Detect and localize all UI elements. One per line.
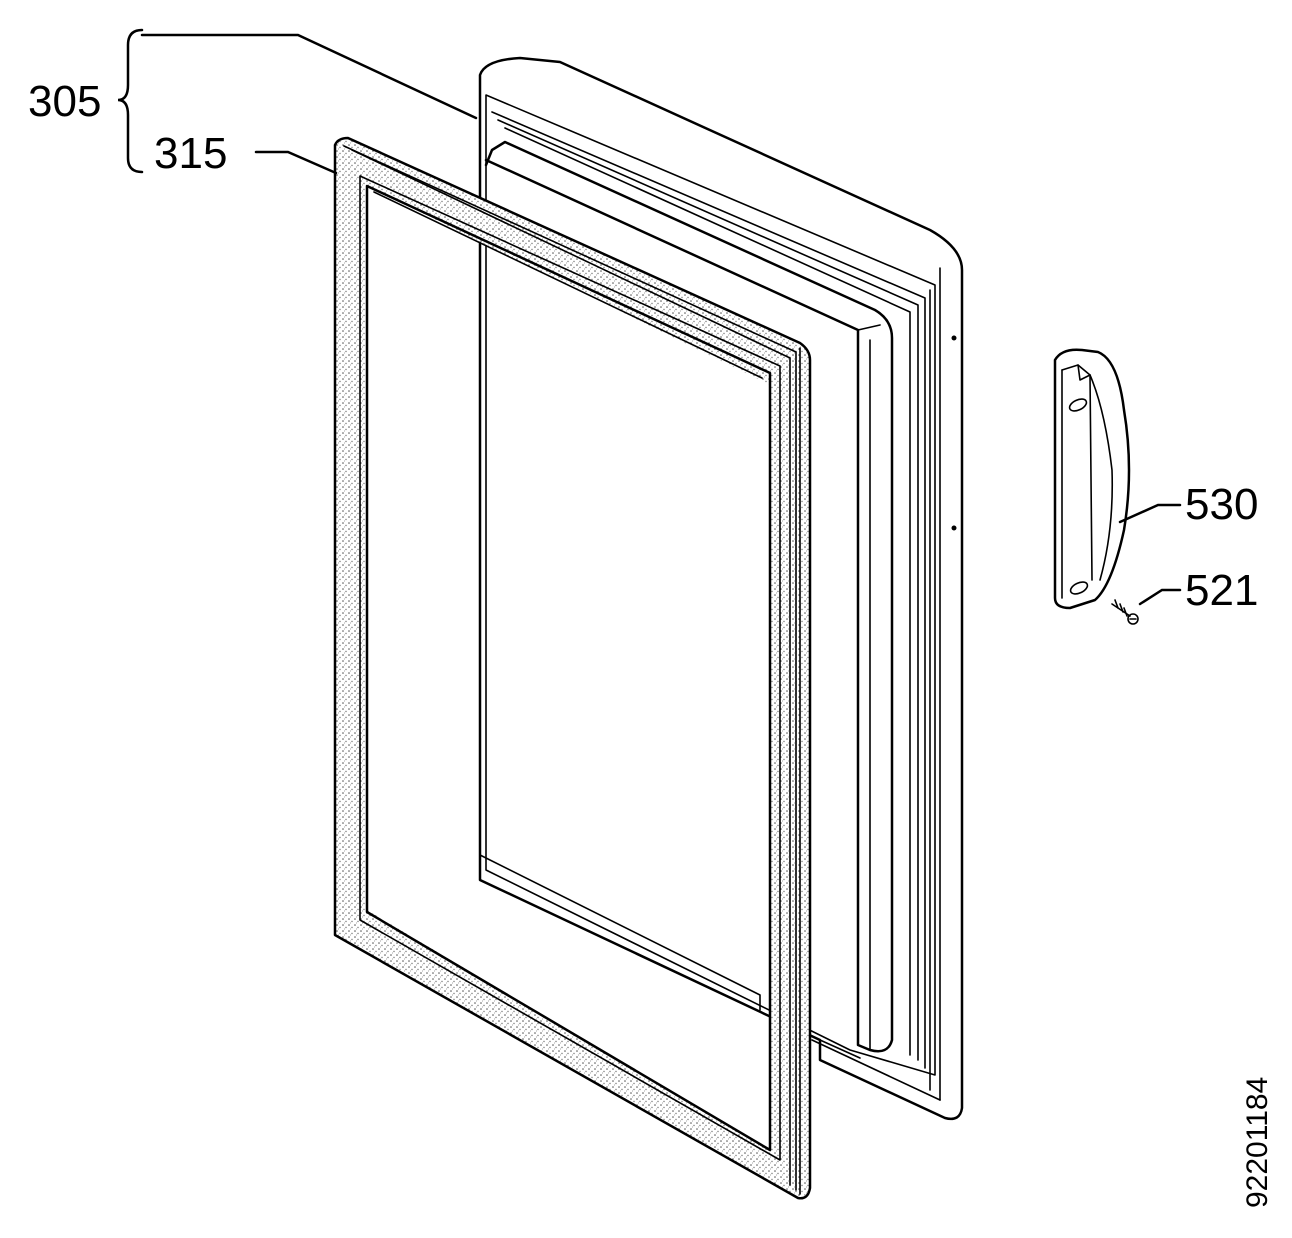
label-530: 530 [1185, 480, 1258, 529]
door-gasket [333, 136, 812, 1200]
document-number: 92201184 [1241, 1077, 1274, 1208]
label-315: 315 [154, 129, 227, 178]
group-brace [117, 28, 144, 174]
label-305: 305 [28, 77, 101, 126]
door-handle [1053, 348, 1131, 610]
screw [1111, 599, 1139, 625]
leader-lines [117, 28, 1182, 606]
door-panel [478, 56, 964, 1121]
label-521: 521 [1185, 566, 1258, 615]
